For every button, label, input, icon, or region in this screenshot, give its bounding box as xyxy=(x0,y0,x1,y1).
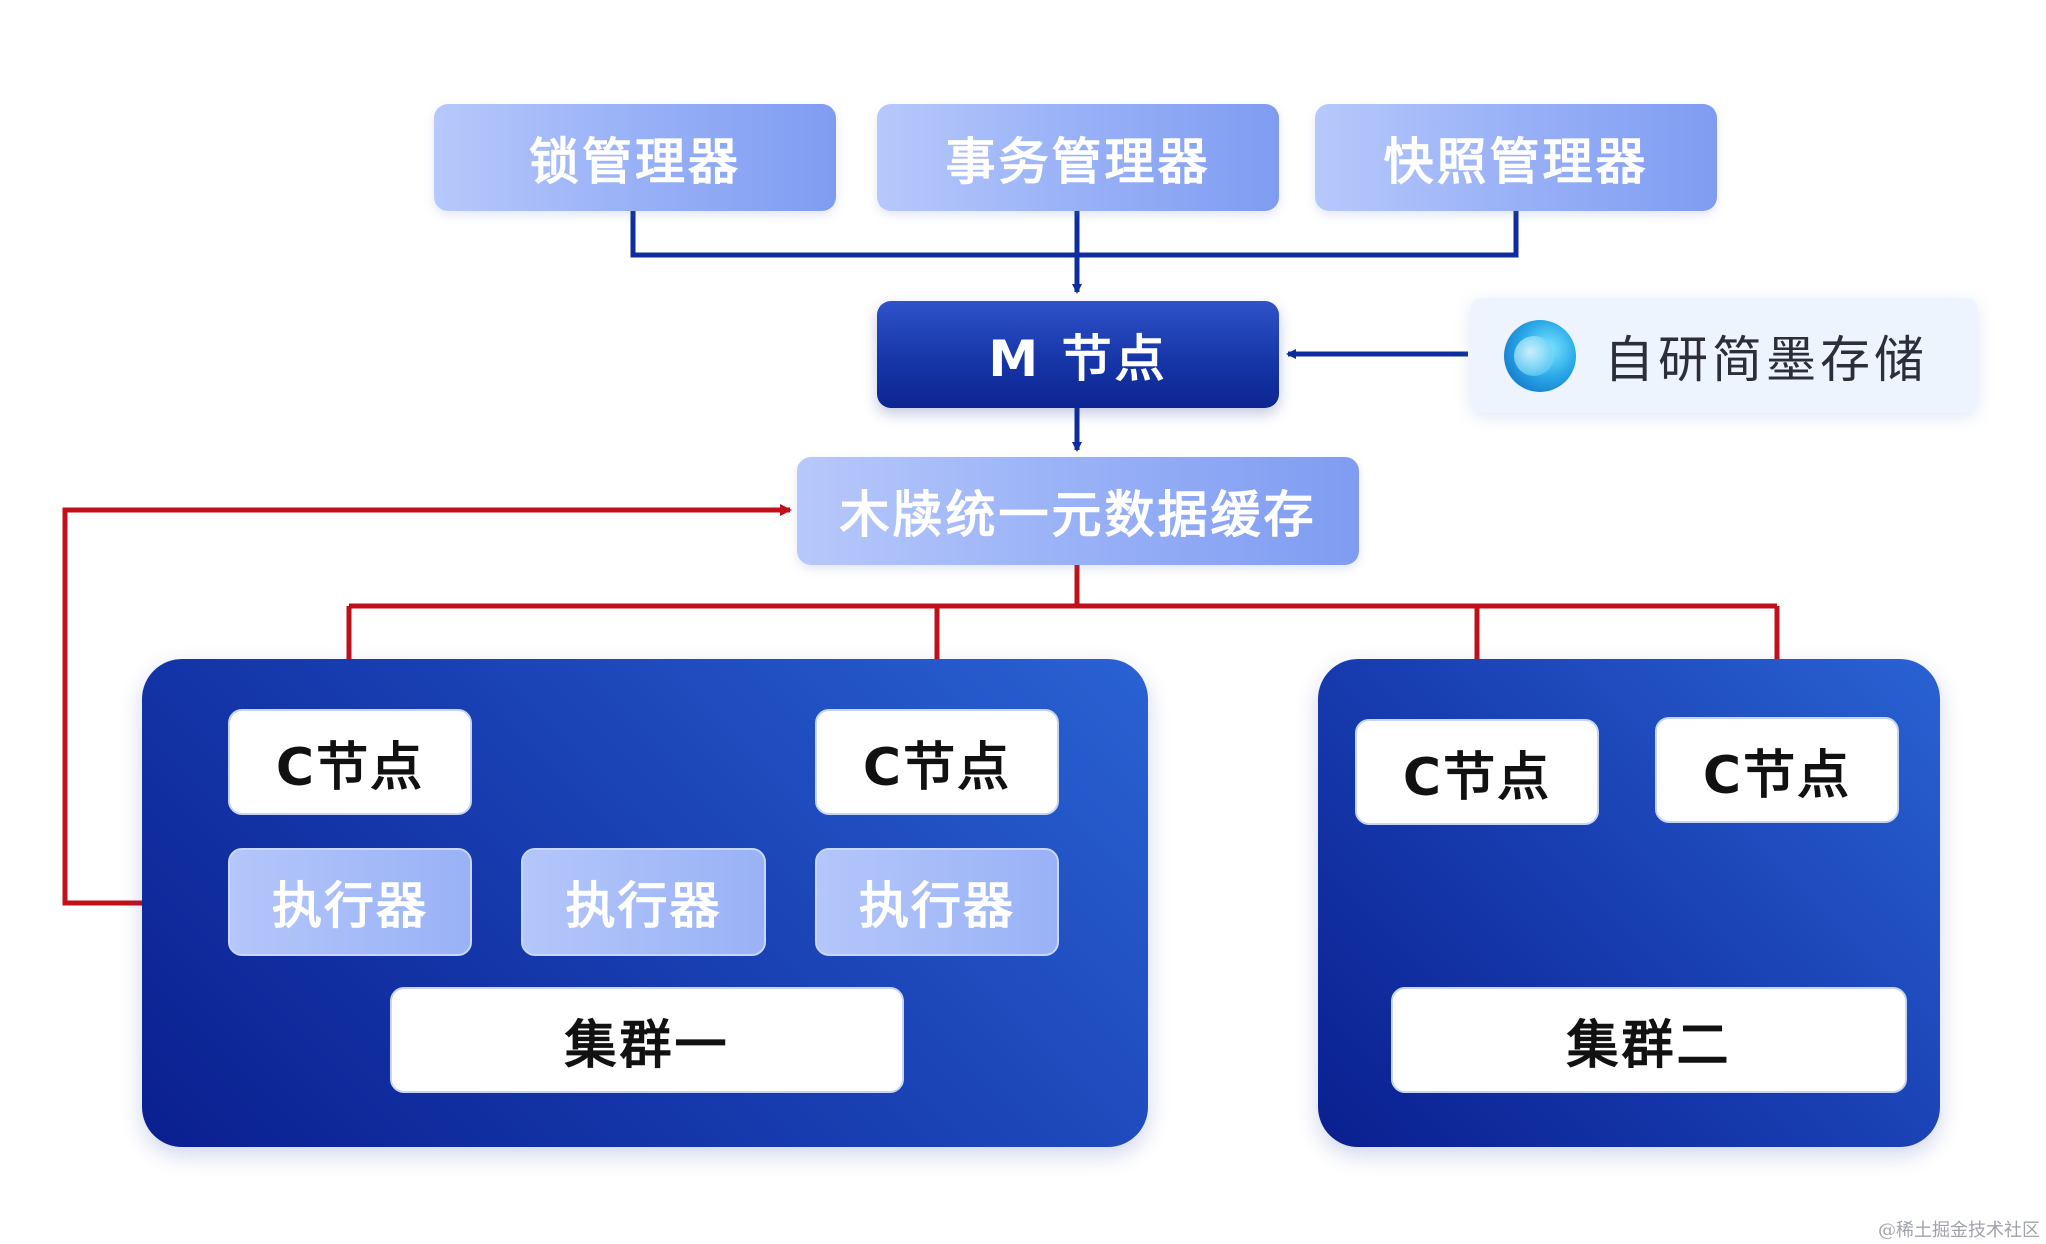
storage-box: 自研简墨存储 xyxy=(1470,298,1978,413)
c-node-label: C节点 xyxy=(1402,747,1552,808)
transaction-manager-box: 事务管理器 xyxy=(877,104,1279,211)
storage-label: 自研简墨存储 xyxy=(1604,330,1928,389)
manager-to-mnode-lines xyxy=(630,210,1519,452)
cluster-one-executor-2: 执行器 xyxy=(521,848,766,956)
cluster-two-c-node-1: C节点 xyxy=(1355,719,1599,825)
watermark: @稀土掘金技术社区 xyxy=(1878,1220,2040,1241)
cluster-two-label-box: 集群二 xyxy=(1391,987,1907,1093)
metadata-cache-box: 木牍统一元数据缓存 xyxy=(797,457,1359,565)
m-node-box: M 节点 xyxy=(877,301,1279,408)
storage-logo-icon xyxy=(1504,319,1576,392)
executor-label: 执行器 xyxy=(272,877,428,935)
cluster-one-executor-1: 执行器 xyxy=(228,848,472,956)
executor-label: 执行器 xyxy=(859,877,1015,935)
snapshot-manager-label: 快照管理器 xyxy=(1383,132,1649,191)
lock-manager-box: 锁管理器 xyxy=(434,104,836,211)
cluster-one-label-box: 集群一 xyxy=(390,987,904,1093)
c-node-label: C节点 xyxy=(275,737,425,798)
cluster-one-c-node-2: C节点 xyxy=(815,709,1059,815)
cluster-one-label: 集群一 xyxy=(564,1015,730,1076)
lock-manager-label: 锁管理器 xyxy=(529,132,741,191)
executor-label: 执行器 xyxy=(565,877,722,935)
cluster-one-c-node-1: C节点 xyxy=(228,709,472,815)
snapshot-manager-box: 快照管理器 xyxy=(1315,104,1717,211)
c-node-label: C节点 xyxy=(1702,745,1852,806)
cluster-two-c-node-2: C节点 xyxy=(1655,717,1899,823)
transaction-manager-label: 事务管理器 xyxy=(945,132,1211,191)
c-node-label: C节点 xyxy=(862,737,1012,798)
m-node-label: M 节点 xyxy=(988,329,1168,388)
cluster-one-executor-3: 执行器 xyxy=(815,848,1059,956)
metadata-cache-label: 木牍统一元数据缓存 xyxy=(839,486,1317,544)
cluster-two-label: 集群二 xyxy=(1566,1015,1732,1076)
